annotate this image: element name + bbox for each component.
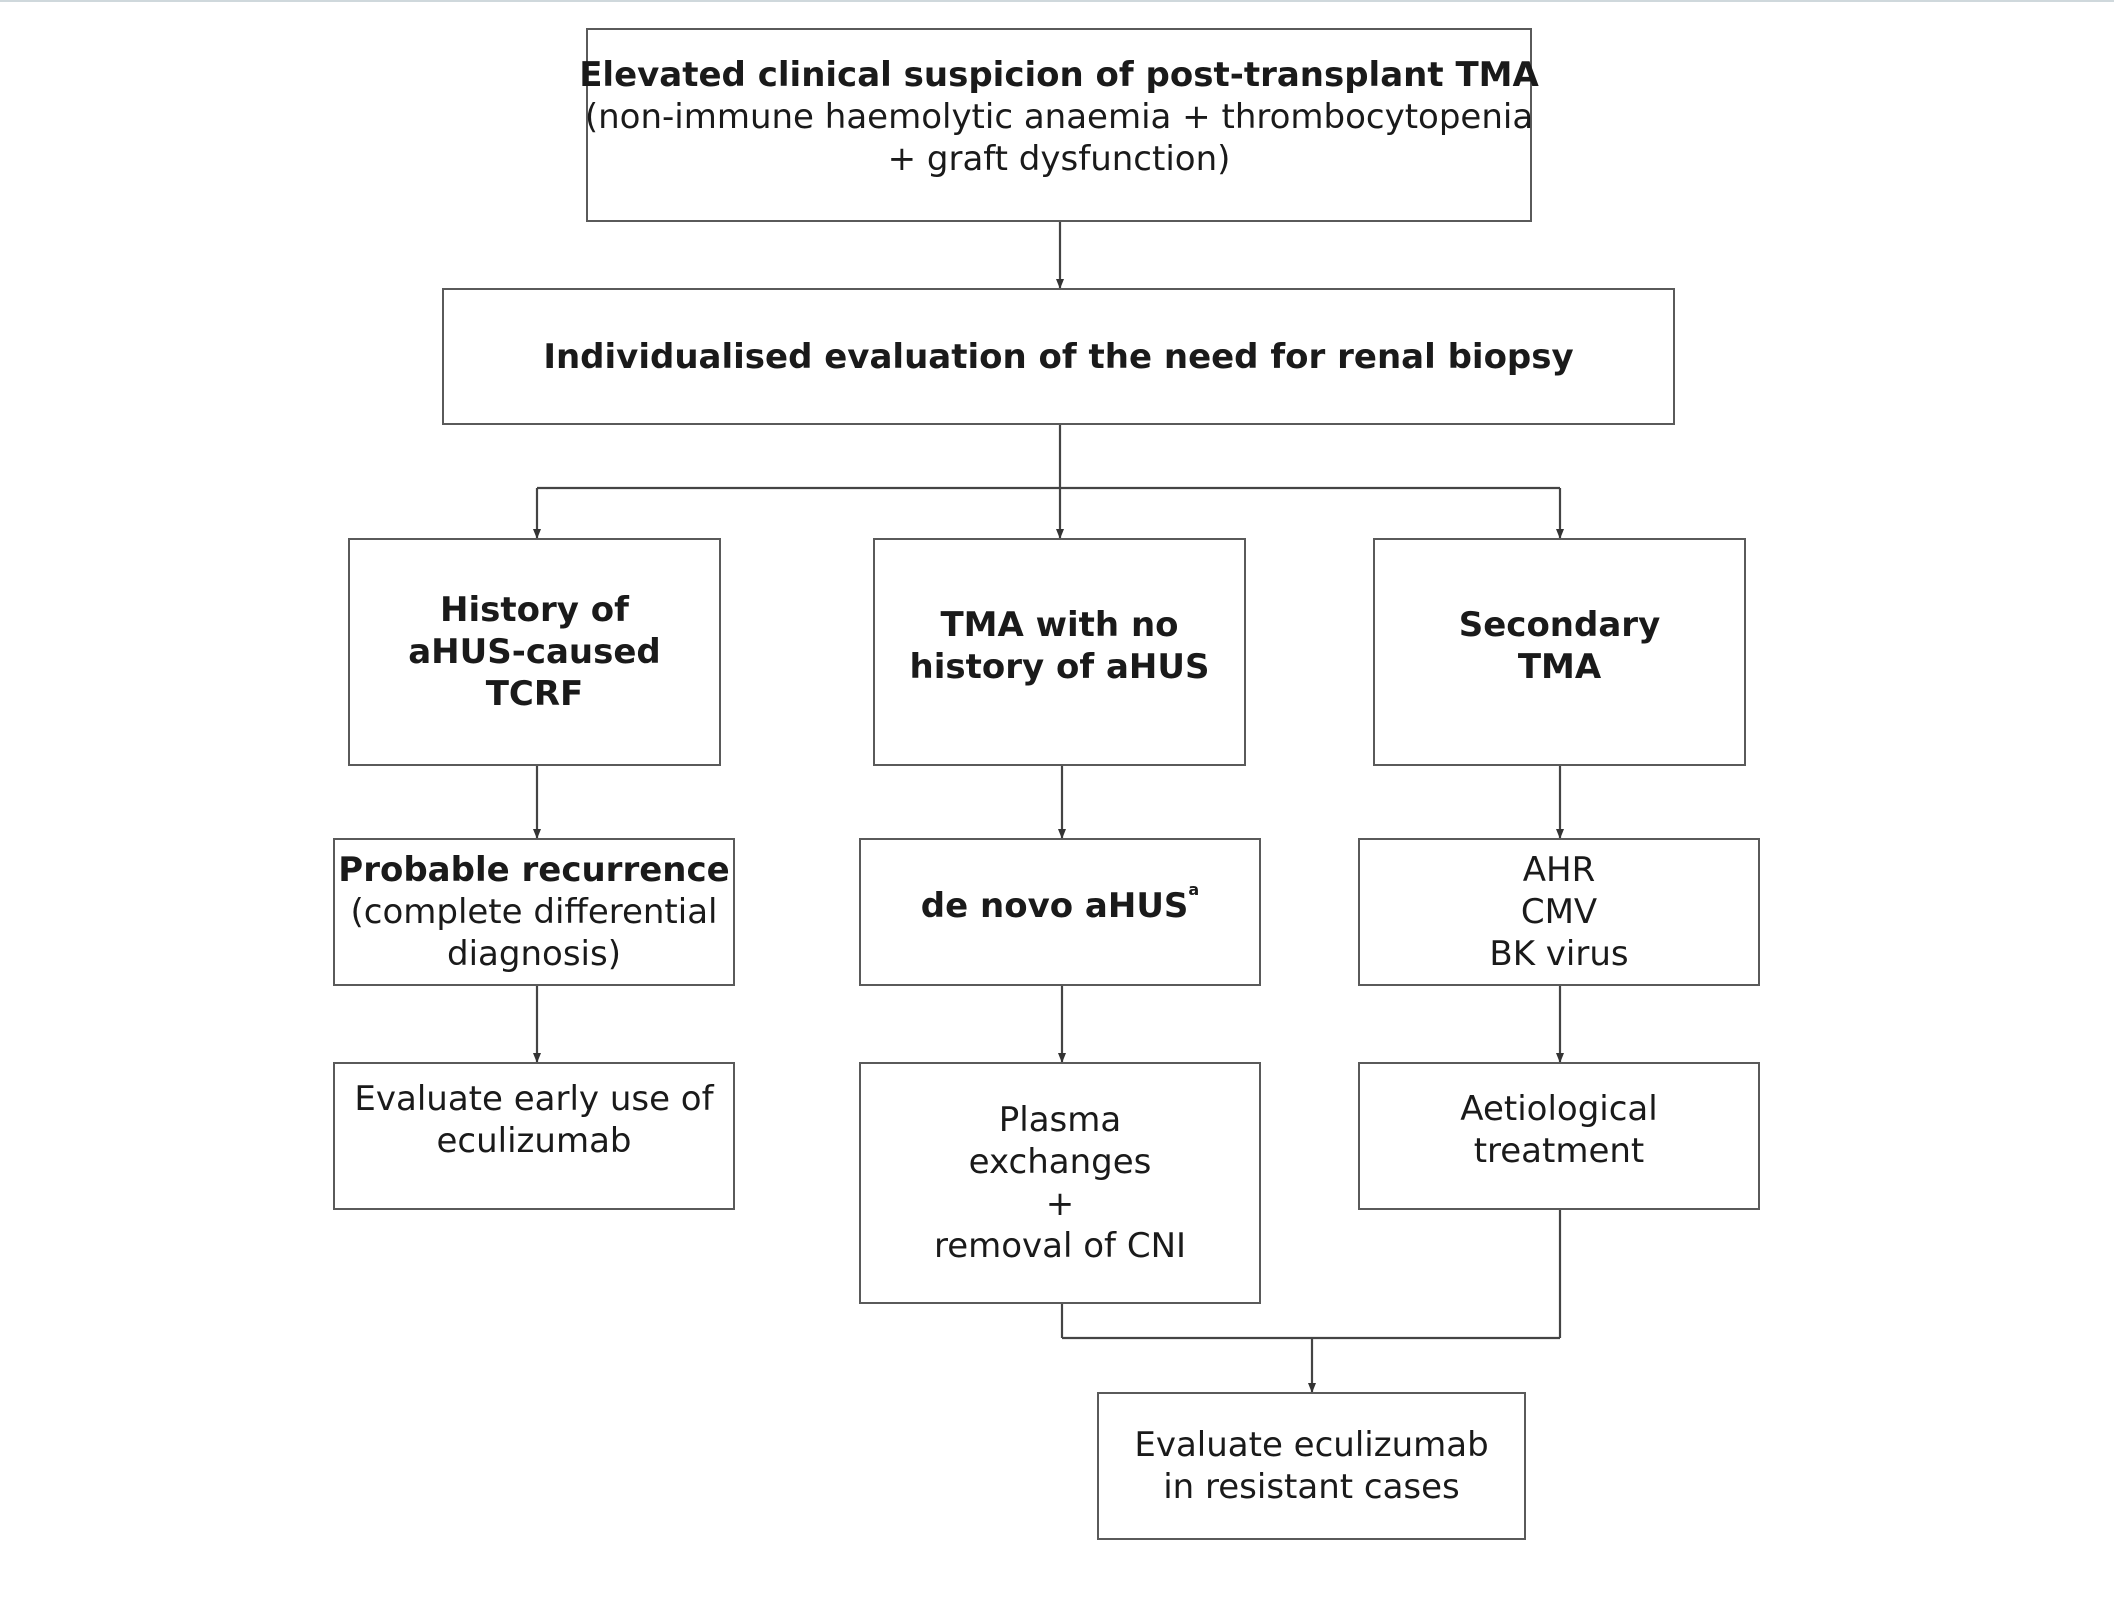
recurrence-line-1: (complete differential bbox=[350, 892, 718, 932]
plasma-line-3: + bbox=[1045, 1184, 1075, 1224]
secondary-line-2: TMA bbox=[1517, 647, 1602, 687]
biopsy-title: Individualised evaluation of the need fo… bbox=[543, 336, 1574, 377]
de-novo-title: de novo aHUS bbox=[920, 886, 1189, 926]
plasma-exchange-box: Plasma exchanges + removal of CNI bbox=[859, 1062, 1261, 1304]
early-line-1: Evaluate early use of bbox=[354, 1079, 714, 1119]
history-line-1: History of bbox=[440, 590, 629, 630]
suspicion-line-2: + graft dysfunction) bbox=[887, 139, 1231, 179]
top-divider bbox=[0, 0, 2114, 2]
cause-bk-virus: BK virus bbox=[1489, 934, 1629, 974]
suspicion-line-1: (non-immune haemolytic anaemia + thrombo… bbox=[584, 97, 1534, 137]
tma-line-1: TMA with no bbox=[940, 605, 1179, 645]
biopsy-box: Individualised evaluation of the need fo… bbox=[442, 288, 1675, 425]
aetiological-box: Aetiological treatment bbox=[1358, 1062, 1760, 1210]
plasma-line-4: removal of CNI bbox=[933, 1226, 1187, 1266]
aetiological-line-2: treatment bbox=[1473, 1131, 1645, 1171]
secondary-line-1: Secondary bbox=[1458, 605, 1661, 645]
history-line-3: TCRF bbox=[485, 674, 584, 714]
plasma-line-1: Plasma bbox=[998, 1100, 1122, 1140]
probable-recurrence-box: Probable recurrence (complete differenti… bbox=[333, 838, 735, 986]
plasma-line-2: exchanges bbox=[968, 1142, 1152, 1182]
de-novo-box: de novo aHUSa bbox=[859, 838, 1261, 986]
early-eculizumab-box: Evaluate early use of eculizumab bbox=[333, 1062, 735, 1210]
secondary-tma-box: Secondary TMA bbox=[1373, 538, 1746, 766]
aetiological-line-1: Aetiological bbox=[1460, 1089, 1658, 1129]
tma-no-history-box: TMA with no history of aHUS bbox=[873, 538, 1246, 766]
cause-ahr: AHR bbox=[1522, 850, 1596, 890]
resistant-line-2: in resistant cases bbox=[1163, 1467, 1460, 1507]
recurrence-line-2: diagnosis) bbox=[447, 934, 621, 974]
early-line-2: eculizumab bbox=[436, 1121, 632, 1161]
suspicion-title: Elevated clinical suspicion of post-tran… bbox=[579, 55, 1539, 95]
recurrence-title: Probable recurrence bbox=[338, 850, 730, 890]
de-novo-label: de novo aHUSa bbox=[920, 882, 1199, 927]
tma-line-2: history of aHUS bbox=[909, 647, 1210, 687]
footnote-marker: a bbox=[1188, 880, 1200, 899]
resistant-cases-box: Evaluate eculizumab in resistant cases bbox=[1097, 1392, 1526, 1540]
cause-cmv: CMV bbox=[1520, 892, 1598, 932]
causes-box: AHR CMV BK virus bbox=[1358, 838, 1760, 986]
resistant-line-1: Evaluate eculizumab bbox=[1134, 1425, 1489, 1465]
history-line-2: aHUS-caused bbox=[408, 632, 661, 672]
suspicion-box: Elevated clinical suspicion of post-tran… bbox=[579, 28, 1539, 222]
history-ahus-box: History of aHUS-caused TCRF bbox=[348, 538, 721, 766]
